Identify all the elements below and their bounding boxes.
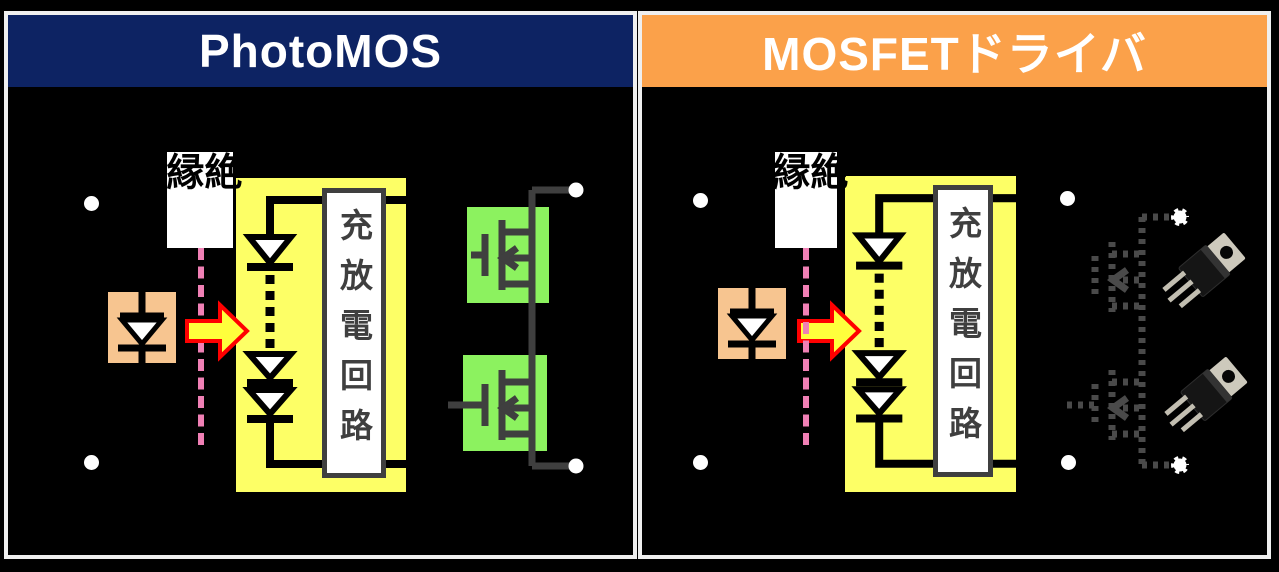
terminal-dot [693, 455, 708, 470]
panel-mosfet-driver: MOSFETドライバ 絶縁 [638, 11, 1271, 559]
charge-discharge-circuit-label: 充放電回路 [944, 206, 982, 456]
terminal-dot [693, 193, 708, 208]
input-led-box [108, 292, 176, 363]
terminal-dot [568, 182, 584, 198]
charge-discharge-circuit-box: 充放電回路 [933, 185, 993, 477]
insulation-dotted-line [803, 248, 809, 445]
insulation-label: 絶縁 [766, 152, 846, 202]
charge-discharge-circuit-box: 充放電回路 [322, 188, 386, 478]
insulation-label-box: 絶縁 [160, 152, 240, 248]
terminal-dot-dotted [1168, 205, 1192, 229]
mosfet-pair-dotted-icon [1067, 205, 1192, 477]
charge-discharge-circuit-label: 充放電回路 [335, 208, 373, 458]
mosfet-driver-title-bar: MOSFETドライバ [642, 15, 1267, 87]
input-led-box [718, 288, 786, 359]
photomos-title: PhotoMOS [198, 25, 443, 77]
photomos-title-bar: PhotoMOS [8, 15, 633, 87]
insulation-label-box: 絶縁 [766, 152, 846, 248]
terminal-dot [1060, 191, 1075, 206]
panel-photomos: PhotoMOS 絶縁 [4, 11, 637, 559]
signal-transfer-arrow-icon [183, 300, 251, 362]
terminal-dot [84, 455, 99, 470]
terminal-dot [1061, 455, 1076, 470]
photocoupler-led-icon [726, 288, 778, 359]
to220-transistor-photo [1164, 357, 1248, 433]
photocoupler-led-icon [116, 292, 168, 363]
mosfet-driver-canvas: 絶縁 [642, 15, 1267, 555]
insulation-label: 絶縁 [160, 152, 240, 202]
to220-transistor-photo [1162, 233, 1246, 309]
insulation-dotted-line [198, 248, 204, 445]
terminal-dot [568, 458, 584, 474]
terminal-dot [84, 196, 99, 211]
mosfet-pair-icon [448, 182, 584, 474]
photomos-canvas: 絶縁 [8, 15, 633, 555]
terminal-dot-dotted [1168, 453, 1192, 477]
mosfet-driver-title: MOSFETドライバ [762, 28, 1147, 80]
